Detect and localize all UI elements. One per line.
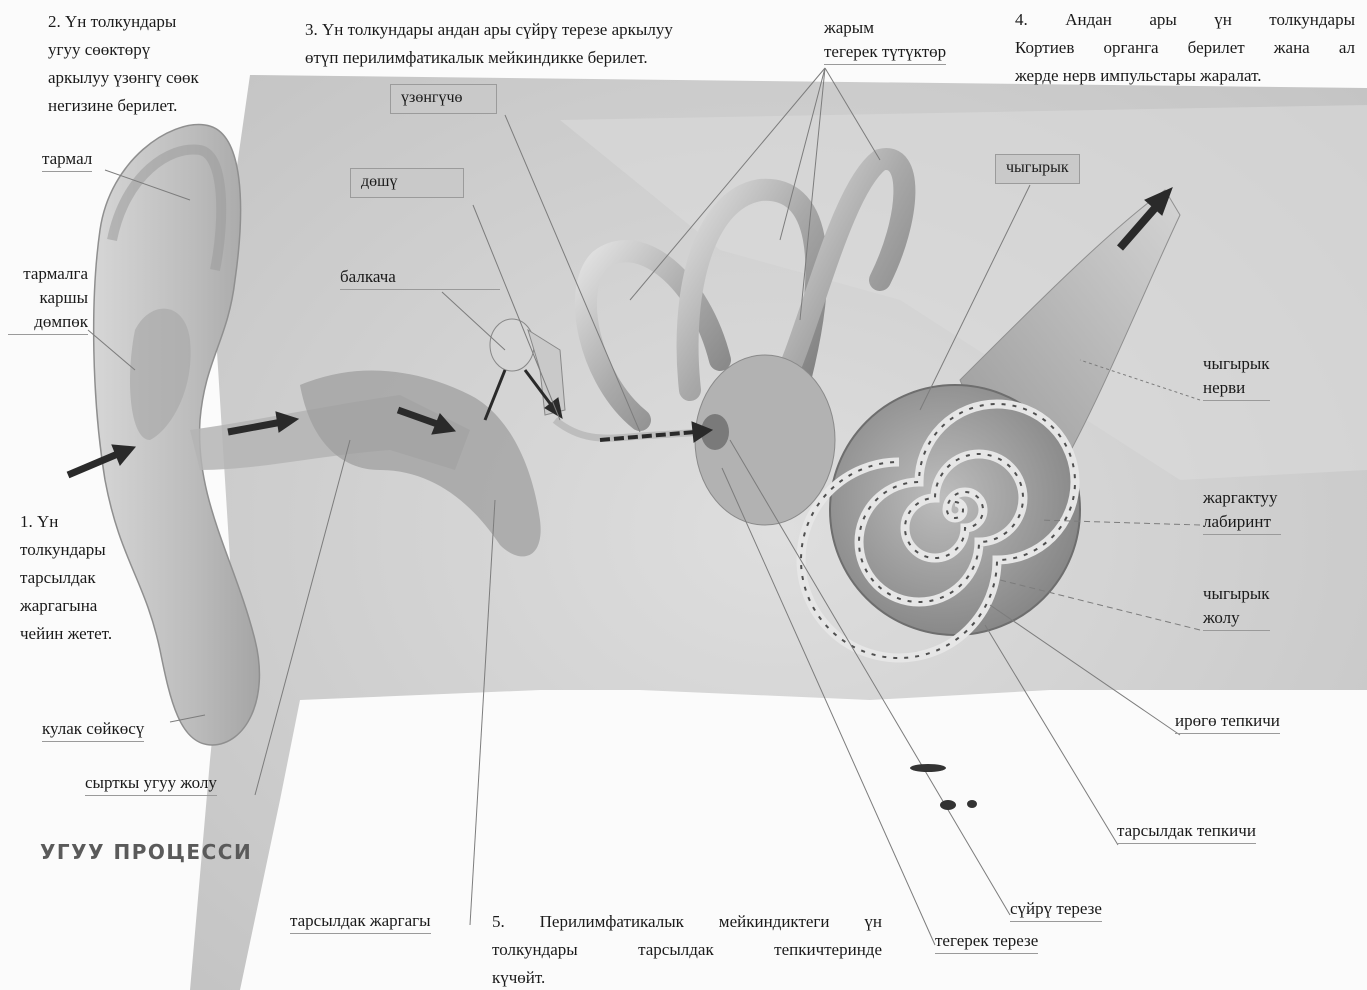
label-antihelix-line: дөмпөк: [8, 310, 88, 335]
step-3-text: 3. Үн толкундары андан ары сүйрү терезе …: [305, 16, 673, 72]
step-5-line: 5. Перилимфатикалык мейкиндиктеги үн: [492, 908, 882, 936]
label-antihelix-line: каршы: [8, 286, 88, 310]
step-4-line: 4. Андан ары үн толкундары: [1015, 6, 1355, 34]
label-canals-line: тегерек түтүктөр: [824, 40, 946, 65]
label-scala-tympani: тарсылдак тепкичи: [1117, 820, 1256, 844]
step-5-text: 5. Перилимфатикалык мейкиндиктеги үн тол…: [492, 908, 882, 990]
label-anvil: дөшү: [350, 168, 464, 198]
step-4-line: Кортиев органга берилет жана ал: [1015, 34, 1355, 62]
step-3-line: 3. Үн толкундары андан ары сүйрү терезе …: [305, 16, 673, 44]
label-ear-canal: сырткы угуу жолу: [85, 772, 217, 796]
step-2-line: аркылуу үзөнгү сөөк: [48, 64, 199, 92]
label-duct-line: жолу: [1203, 606, 1270, 631]
label-antihelix-line: тармалга: [8, 262, 88, 286]
hammer-shape: [490, 319, 534, 371]
ink-specks: [910, 764, 977, 810]
label-antihelix: тармалга каршы дөмпөк: [8, 262, 88, 335]
step-1-line: 1. Үн: [20, 508, 112, 536]
step-2-line: угуу сөөктөрү: [48, 36, 199, 64]
step-5-line: толкундары тарсылдак тепкичтеринде: [492, 936, 882, 964]
step-1-line: жаргагына: [20, 592, 112, 620]
label-cochlea: чыгырык: [995, 154, 1080, 184]
step-4-line: жерде нерв импульстары жаралат.: [1015, 62, 1355, 90]
label-helix: тармал: [42, 148, 92, 172]
label-stirrup: үзөнгүчө: [390, 84, 497, 114]
step-1-line: тарсылдак: [20, 564, 112, 592]
label-duct-line: чыгырык: [1203, 582, 1270, 606]
label-cochlear-duct: чыгырык жолу: [1203, 582, 1270, 631]
step-3-line: өтүп перилимфатикалык мейкиндикке бериле…: [305, 44, 673, 72]
label-canals-line: жарым: [824, 16, 946, 40]
step-1-line: чейин жетет.: [20, 620, 112, 648]
label-hammer: балкача: [340, 266, 500, 290]
label-earlobe: кулак сөйкөсү: [42, 718, 144, 742]
label-scala-vestibuli: ирөгө тепкичи: [1175, 710, 1280, 734]
label-membranous-line: жаргактуу: [1203, 486, 1281, 510]
label-eardrum: тарсылдак жаргагы: [290, 910, 431, 934]
label-membranous-line: лабиринт: [1203, 510, 1281, 535]
diagram-title: УГУУ ПРОЦЕССИ: [40, 840, 252, 864]
step-1-line: толкундары: [20, 536, 112, 564]
label-membranous-labyrinth: жаргактуу лабиринт: [1203, 486, 1281, 535]
label-nerve-line: нерви: [1203, 376, 1270, 401]
step-2-line: 2. Үн толкундары: [48, 8, 199, 36]
step-4-text: 4. Андан ары үн толкундары Кортиев орган…: [1015, 6, 1355, 90]
step-5-line: күчөйт.: [492, 964, 882, 990]
step-2-line: негизине берилет.: [48, 92, 199, 120]
label-oval-window: сүйрү терезе: [1010, 898, 1102, 922]
step-1-text: 1. Үн толкундары тарсылдак жаргагына чей…: [20, 508, 112, 648]
label-round-window: тегерек терезе: [935, 930, 1038, 954]
step-2-text: 2. Үн толкундары угуу сөөктөрү аркылуу ү…: [48, 8, 199, 120]
label-nerve-line: чыгырык: [1203, 352, 1270, 376]
label-semicircular-canals: жарым тегерек түтүктөр: [824, 16, 946, 65]
label-cochlear-nerve: чыгырык нерви: [1203, 352, 1270, 401]
